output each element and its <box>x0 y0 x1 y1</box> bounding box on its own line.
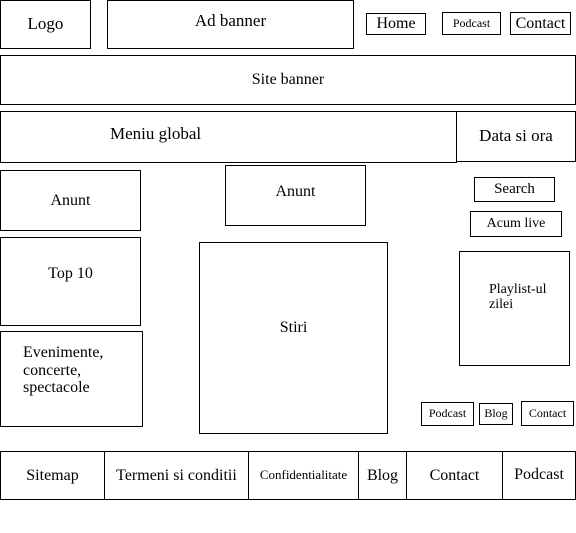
footer-blog-link[interactable]: Blog <box>358 451 407 500</box>
ad-banner-box[interactable]: Ad banner <box>107 0 354 49</box>
footer-privacy-label: Confidentialitate <box>259 467 348 483</box>
contact-top-label: Contact <box>515 14 566 32</box>
events-label: Evenimente, concerte, spectacole <box>23 344 103 397</box>
global-menu-label: Meniu global <box>110 124 202 143</box>
footer-contact-link[interactable]: Contact <box>406 451 503 500</box>
home-label: Home <box>376 15 416 33</box>
news-label: Stiri <box>279 319 308 336</box>
contact-right-button[interactable]: Contact <box>521 401 574 426</box>
events-line: concerte, <box>23 361 82 379</box>
date-time-label: Data si ora <box>479 126 553 146</box>
podcast-top-button[interactable]: Podcast <box>442 12 501 35</box>
footer-privacy-link[interactable]: Confidentialitate <box>248 451 359 500</box>
live-now-label: Acum live <box>486 216 546 232</box>
events-box[interactable]: Evenimente, concerte, spectacole <box>0 331 143 427</box>
playlist-label: Playlist-ul zilei <box>489 282 547 313</box>
blog-right-button[interactable]: Blog <box>479 403 513 425</box>
playlist-box[interactable]: Playlist-ul zilei <box>459 251 570 366</box>
ad-left-label: Anunt <box>50 191 91 209</box>
footer-blog-label: Blog <box>366 466 399 484</box>
footer-sitemap-link[interactable]: Sitemap <box>0 451 105 500</box>
global-menu-box[interactable]: Meniu global <box>0 111 457 163</box>
contact-top-button[interactable]: Contact <box>510 12 571 35</box>
logo-box[interactable]: Logo <box>0 0 91 49</box>
footer-contact-label: Contact <box>429 466 480 484</box>
date-time-box: Data si ora <box>456 111 576 162</box>
ad-center-box[interactable]: Anunt <box>225 165 366 226</box>
footer-podcast-link[interactable]: Podcast <box>502 451 576 500</box>
site-banner-box[interactable]: Site banner <box>0 55 576 105</box>
events-line: spectacole <box>23 379 90 397</box>
podcast-top-label: Podcast <box>452 15 491 30</box>
live-now-button[interactable]: Acum live <box>470 211 562 237</box>
ad-banner-label: Ad banner <box>194 11 267 30</box>
footer-podcast-label: Podcast <box>514 466 564 483</box>
ad-center-label: Anunt <box>275 183 316 200</box>
footer-terms-label: Termeni si conditii <box>116 466 237 484</box>
top10-box[interactable]: Top 10 <box>0 237 141 326</box>
site-banner-label: Site banner <box>251 71 325 89</box>
footer-terms-link[interactable]: Termeni si conditii <box>104 451 249 500</box>
podcast-right-button[interactable]: Podcast <box>421 402 474 426</box>
playlist-line: zilei <box>489 297 514 313</box>
contact-right-label: Contact <box>528 405 567 420</box>
search-button[interactable]: Search <box>474 177 555 202</box>
top10-label: Top 10 <box>48 265 93 282</box>
blog-right-label: Blog <box>484 406 508 421</box>
footer-sitemap-label: Sitemap <box>26 466 79 484</box>
ad-left-box[interactable]: Anunt <box>0 170 141 231</box>
playlist-line: Playlist-ul <box>489 282 547 297</box>
podcast-right-label: Podcast <box>428 406 467 421</box>
search-label: Search <box>494 181 535 198</box>
home-button[interactable]: Home <box>366 13 426 35</box>
logo-label: Logo <box>27 14 64 34</box>
events-line: Evenimente, <box>23 344 104 361</box>
news-box[interactable]: Stiri <box>199 242 388 434</box>
